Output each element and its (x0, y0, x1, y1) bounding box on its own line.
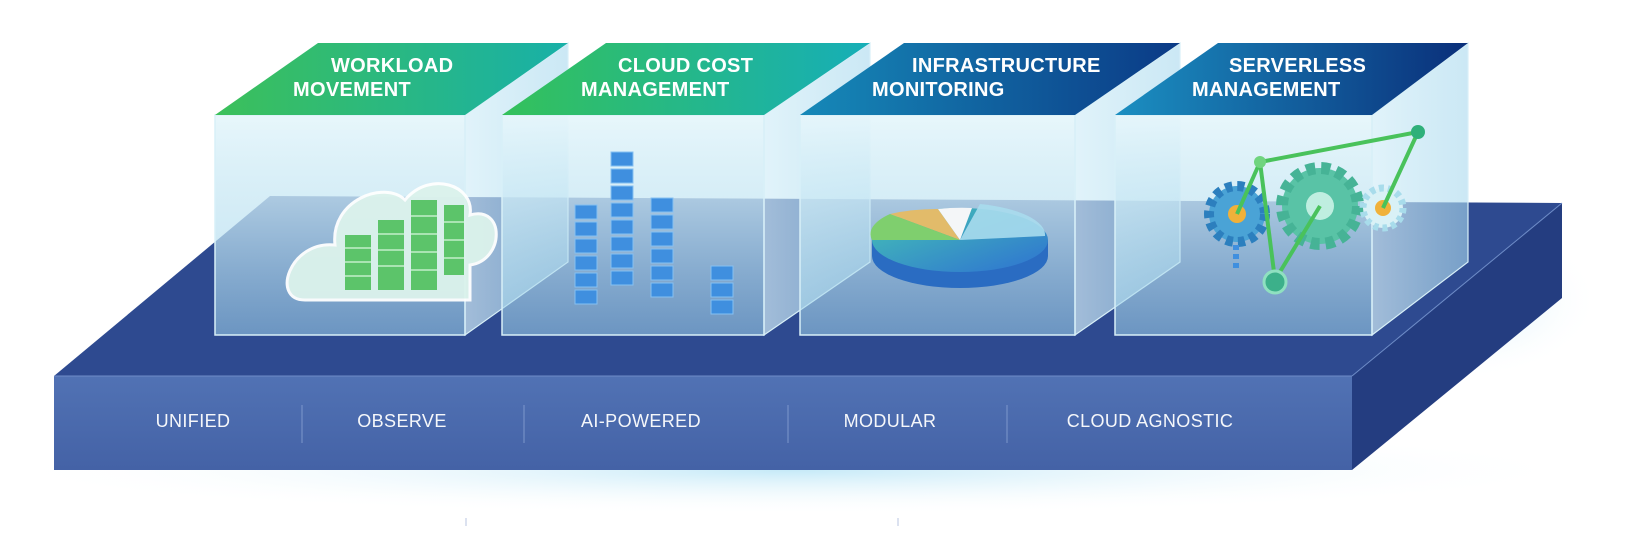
pie-chart-icon (870, 204, 1048, 288)
module-title-infrastructure-monitoring: INFRASTRUCTURE MONITORING (872, 54, 1101, 102)
feature-label-unified: UNIFIED (155, 411, 231, 431)
module-title-line-2: MANAGEMENT (1192, 79, 1341, 101)
cloud-servers-icon (285, 182, 498, 302)
gears-network-icon (1204, 125, 1425, 295)
module-title-workload-movement: WORKLOAD MOVEMENT (293, 54, 453, 102)
module-title-cloud-cost-management: CLOUD COST MANAGEMENT (581, 54, 753, 102)
module-box-3 (799, 41, 1181, 337)
module-title-line-2: MONITORING (872, 79, 1005, 101)
module-title-serverless-management: SERVERLESS MANAGEMENT (1192, 54, 1366, 102)
module-title-line-2: MANAGEMENT (581, 79, 730, 101)
module-box-1 (214, 41, 569, 337)
module-box-4 (1114, 41, 1469, 337)
module-title-line-1: WORKLOAD (331, 55, 454, 77)
module-title-line-1: CLOUD COST (618, 55, 754, 77)
feature-label-ai-powered: AI-POWERED (580, 411, 701, 431)
stacked-blocks-icon (574, 151, 734, 315)
feature-label-observe: OBSERVE (357, 411, 447, 431)
module-title-line-2: MOVEMENT (293, 79, 411, 101)
feature-dividers (301, 405, 1008, 443)
feature-label-modular: MODULAR (843, 411, 937, 431)
module-title-line-1: INFRASTRUCTURE (912, 55, 1101, 77)
feature-label-cloud-agnostic: CLOUD AGNOSTIC (1066, 411, 1234, 431)
module-title-line-1: SERVERLESS (1229, 55, 1367, 77)
